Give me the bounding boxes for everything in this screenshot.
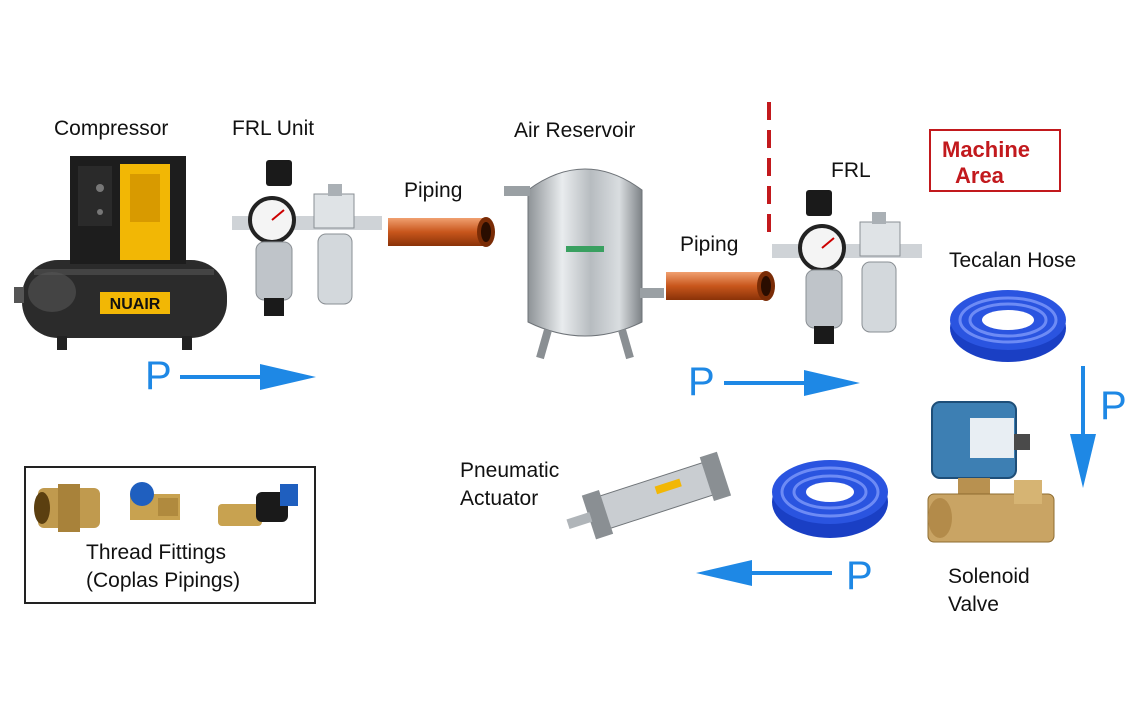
flow-arrow-right-1: [180, 364, 316, 390]
piping-label-1: Piping: [404, 179, 463, 202]
thread-fittings-line2: (Coplas Pipings): [86, 569, 241, 592]
pneumatic-actuator-label-line2: Actuator: [460, 487, 539, 510]
tecalan-hose-icon: [772, 460, 888, 538]
compressor-icon: NUAIR: [14, 156, 227, 350]
pressure-label-3: P: [1100, 384, 1127, 428]
frl-unit-icon: [232, 160, 382, 316]
tecalan-hose-icon: [950, 290, 1066, 362]
solenoid-valve-label-line1: Solenoid: [948, 565, 1030, 588]
machine-area-line1: Machine: [942, 137, 1031, 162]
compressor-brand: NUAIR: [110, 296, 161, 313]
flow-arrow-right-2: [724, 370, 860, 396]
thread-fittings-box: Thread Fittings (Coplas Pipings): [24, 466, 316, 604]
copper-pipe-icon: [666, 271, 775, 301]
flow-arrow-left: [696, 560, 832, 586]
machine-area-divider: [767, 102, 771, 242]
brass-fitting-icon: [218, 484, 298, 526]
brass-fitting-icon: [34, 484, 100, 532]
frl-label: FRL: [831, 159, 871, 182]
machine-area-box: Machine Area: [929, 129, 1061, 192]
pneumatic-actuator-label-line1: Pneumatic: [460, 459, 560, 482]
frl-unit-label: FRL Unit: [232, 117, 315, 140]
pneumatic-actuator-icon: [566, 451, 732, 540]
air-reservoir-icon: [504, 168, 664, 360]
thread-fittings-line1: Thread Fittings: [86, 541, 227, 564]
pressure-label-2: P: [688, 360, 715, 404]
machine-area-line2: Area: [955, 163, 1004, 188]
tecalan-hose-label: Tecalan Hose: [949, 249, 1077, 272]
flow-arrow-down: [1070, 366, 1096, 488]
frl-unit-icon: [772, 190, 922, 344]
pressure-label-1: P: [145, 354, 172, 398]
air-reservoir-label: Air Reservoir: [514, 119, 636, 142]
solenoid-valve-label-line2: Valve: [948, 593, 999, 616]
solenoid-valve-icon: [927, 401, 1055, 543]
compressor-label: Compressor: [54, 117, 169, 140]
brass-fitting-icon: [130, 482, 180, 520]
copper-pipe-icon: [388, 217, 495, 247]
pressure-label-4: P: [846, 554, 873, 598]
piping-label-2: Piping: [680, 233, 739, 256]
